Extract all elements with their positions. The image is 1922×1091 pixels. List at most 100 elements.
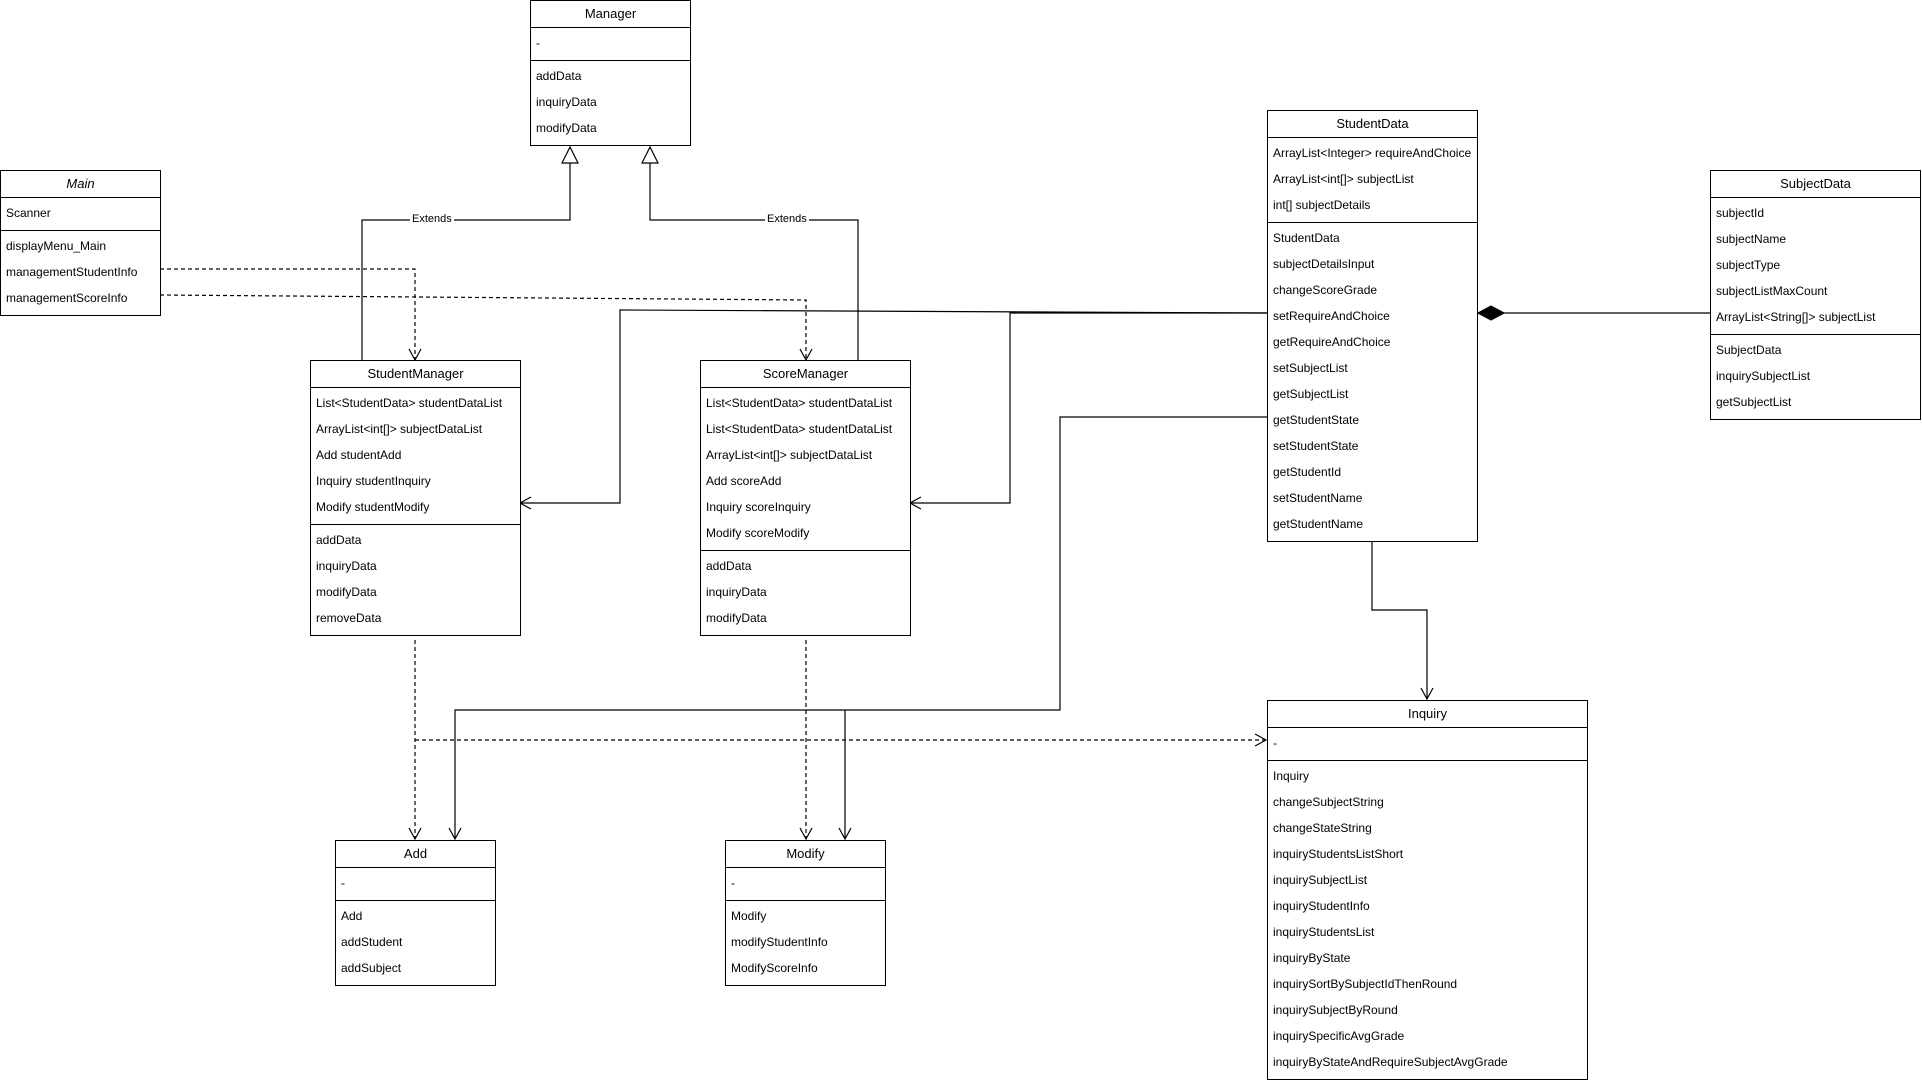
fields-section: Scanner [1, 198, 160, 230]
dependency-main-student-manager [160, 268, 422, 362]
methods-section: Modify modifyStudentInfo ModifyScoreInfo [726, 900, 885, 985]
field: subjectName [1716, 232, 1787, 246]
field: int[] subjectDetails [1273, 198, 1371, 212]
method: ModifyScoreInfo [731, 961, 818, 975]
method: addData [536, 69, 582, 83]
method: subjectDetailsInput [1273, 257, 1375, 271]
method: addData [316, 533, 362, 547]
fields-section: subjectId subjectName subjectType subjec… [1711, 198, 1920, 334]
class-name: Modify [726, 841, 885, 868]
method: setSubjectList [1273, 361, 1348, 375]
method: changeStateString [1273, 821, 1372, 835]
method: getStudentId [1273, 465, 1342, 479]
field: subjectId [1716, 206, 1765, 220]
composition-diamond [1476, 305, 1506, 321]
method: inquirySortBySubjectIdThenRound [1273, 977, 1458, 991]
class-name: Main [1, 171, 160, 198]
class-name: Add [336, 841, 495, 868]
class-score-manager[interactable]: ScoreManager List<StudentData> studentDa… [700, 360, 911, 636]
method: Inquiry [1273, 769, 1310, 783]
field: Modify studentModify [316, 500, 430, 514]
method: getRequireAndChoice [1273, 335, 1391, 349]
method: inquiryData [316, 559, 377, 573]
method: inquiryStudentsListShort [1273, 847, 1404, 861]
fields-section: - [531, 28, 690, 60]
method: addStudent [341, 935, 403, 949]
association-studentdata-add-modify [448, 416, 1267, 841]
methods-section: addData inquiryData modifyData [531, 60, 690, 145]
field: Add scoreAdd [706, 474, 782, 488]
method: inquiryStudentInfo [1273, 899, 1370, 913]
field: - [731, 876, 735, 890]
fields-section: List<StudentData> studentDataList ArrayL… [311, 388, 520, 524]
method: inquiryByStateAndRequireSubjectAvgGrade [1273, 1055, 1508, 1069]
method: inquiryByState [1273, 951, 1351, 965]
method: managementScoreInfo [6, 291, 128, 305]
field: Modify scoreModify [706, 526, 810, 540]
method: addData [706, 559, 752, 573]
extends-label-right: Extends [765, 213, 809, 226]
field: subjectListMaxCount [1716, 284, 1828, 298]
class-name: SubjectData [1711, 171, 1920, 198]
field: Inquiry studentInquiry [316, 474, 431, 488]
method: inquirySubjectList [1716, 369, 1811, 383]
generalization-triangle-right [641, 145, 659, 164]
fields-section: List<StudentData> studentDataList List<S… [701, 388, 910, 550]
field: Add studentAdd [316, 448, 402, 462]
method: managementStudentInfo [6, 265, 138, 279]
class-student-manager[interactable]: StudentManager List<StudentData> student… [310, 360, 521, 636]
method: Add [341, 909, 363, 923]
field: Inquiry scoreInquiry [706, 500, 811, 514]
field: ArrayList<Integer> requireAndChoice [1273, 146, 1472, 160]
method: setStudentName [1273, 491, 1363, 505]
class-inquiry[interactable]: Inquiry - Inquiry changeSubjectString ch… [1267, 700, 1588, 1080]
extends-label-left: Extends [410, 213, 454, 226]
field: List<StudentData> studentDataList [706, 396, 893, 410]
generalization-triangle-left [561, 145, 579, 164]
method: Modify [731, 909, 767, 923]
class-main[interactable]: Main Scanner displayMenu_Main management… [0, 170, 161, 316]
class-subject-data[interactable]: SubjectData subjectId subjectName subjec… [1710, 170, 1921, 420]
field: ArrayList<String[]> subjectList [1716, 310, 1876, 324]
methods-section: Inquiry changeSubjectString changeStateS… [1268, 760, 1587, 1079]
method: getStudentName [1273, 517, 1364, 531]
class-manager[interactable]: Manager - addData inquiryData modifyData [530, 0, 691, 146]
method: inquiryData [536, 95, 597, 109]
fields-section: - [336, 868, 495, 900]
method: modifyData [706, 611, 767, 625]
methods-section: Add addStudent addSubject [336, 900, 495, 985]
field: ArrayList<int[]> subjectList [1273, 172, 1414, 186]
method: setRequireAndChoice [1273, 309, 1390, 323]
method: displayMenu_Main [6, 239, 107, 253]
field: - [341, 876, 345, 890]
field: Scanner [6, 206, 51, 220]
class-name: StudentManager [311, 361, 520, 388]
field: List<StudentData> studentDataList [706, 422, 893, 436]
extends-edge-student-manager [361, 163, 571, 360]
extends-edge-score-manager [649, 163, 859, 360]
field: subjectType [1716, 258, 1781, 272]
class-name: Inquiry [1268, 701, 1587, 728]
method: changeSubjectString [1273, 795, 1384, 809]
class-student-data[interactable]: StudentData ArrayList<Integer> requireAn… [1267, 110, 1478, 542]
method: inquiryStudentsList [1273, 925, 1375, 939]
field: - [536, 36, 540, 50]
field: ArrayList<int[]> subjectDataList [706, 448, 873, 462]
method: inquiryData [706, 585, 767, 599]
fields-section: ArrayList<Integer> requireAndChoice Arra… [1268, 138, 1477, 222]
method: modifyData [316, 585, 377, 599]
field: ArrayList<int[]> subjectDataList [316, 422, 483, 436]
method: getStudentState [1273, 413, 1360, 427]
method: addSubject [341, 961, 402, 975]
methods-section: addData inquiryData modifyData removeDat… [311, 524, 520, 635]
method: StudentData [1273, 231, 1340, 245]
class-name: StudentData [1268, 111, 1477, 138]
class-add[interactable]: Add - Add addStudent addSubject [335, 840, 496, 986]
class-name: ScoreManager [701, 361, 910, 388]
method: modifyStudentInfo [731, 935, 828, 949]
method: removeData [316, 611, 382, 625]
method: setStudentState [1273, 439, 1359, 453]
method: getSubjectList [1716, 395, 1792, 409]
class-modify[interactable]: Modify - Modify modifyStudentInfo Modify… [725, 840, 886, 986]
association-studentdata-student-manager [518, 309, 1268, 510]
